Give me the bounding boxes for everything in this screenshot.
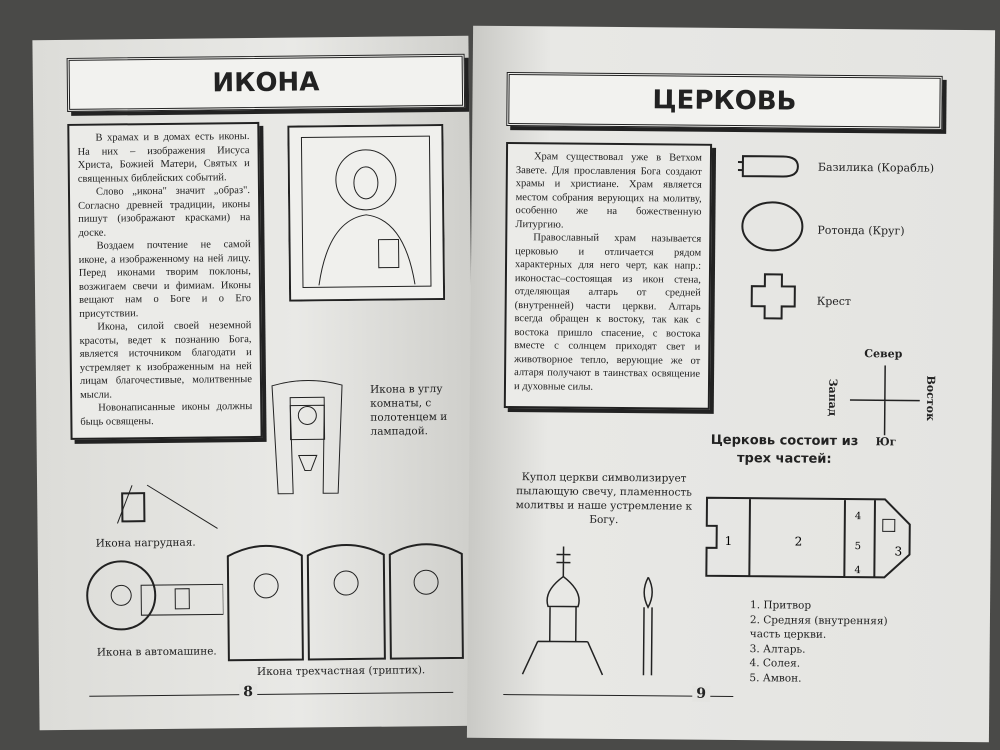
right-page: ЦЕРКОВЬ Храм существовал уже в Ветхом За… bbox=[466, 25, 996, 743]
car-icon-illustration bbox=[86, 560, 224, 631]
caption-triptych: Икона трехчастная (триптих). bbox=[256, 664, 426, 678]
compass-south: Юг bbox=[875, 435, 897, 449]
parts-list-item: 4. Солея. bbox=[749, 657, 801, 670]
caption-chest-icon: Икона нагрудная. bbox=[95, 536, 196, 550]
paragraph: Новонаписанные иконы должны быць освящен… bbox=[80, 401, 253, 428]
church-plans-illustration bbox=[737, 155, 804, 320]
paragraph: В храмах и в домах есть иконы. На них – … bbox=[77, 131, 250, 185]
dome-text: Купол церкви символизирует пылающую свеч… bbox=[515, 471, 693, 527]
parts-list-item: 1. Притвор bbox=[750, 599, 812, 612]
caption-corner-icon: Икона в углу комнаты, с полотенцем и лам… bbox=[370, 383, 448, 438]
christ-icon-illustration bbox=[287, 124, 446, 302]
page-number: 9 bbox=[692, 685, 711, 702]
paragraph: Православный храм называется церковью и … bbox=[513, 232, 702, 393]
compass-east: Восток bbox=[923, 375, 938, 422]
page-number: 8 bbox=[239, 683, 258, 701]
dome-and-candle-illustration bbox=[521, 546, 653, 676]
church-floor-plan: 1 2 4 5 4 3 bbox=[705, 496, 911, 579]
compass-cross bbox=[849, 365, 920, 436]
paragraph: Слово „икона" значит „образ". Согласно д… bbox=[78, 185, 251, 239]
corner-icon-with-towel-illustration bbox=[271, 379, 343, 495]
page-title: ИКОНА bbox=[66, 53, 466, 112]
left-page: ИКОНА В храмах и в домах есть иконы. На … bbox=[32, 35, 476, 731]
page-title: ЦЕРКОВЬ bbox=[506, 72, 943, 130]
plan-number: 2 bbox=[795, 535, 803, 549]
parts-list-item: 2. Средняя (внутренняя) часть церкви. bbox=[749, 613, 888, 641]
parts-list-item: 5. Амвон. bbox=[749, 671, 802, 685]
triptych-illustration bbox=[226, 543, 464, 662]
chest-icon-illustration bbox=[116, 484, 218, 529]
paragraph: Икона, силой своей неземной красоты, вед… bbox=[79, 320, 253, 401]
plan-number: 4 bbox=[854, 565, 860, 576]
plan-number: 5 bbox=[855, 541, 861, 552]
parts-list-item: 3. Алтарь. bbox=[749, 642, 806, 656]
plan-number: 3 bbox=[894, 544, 902, 558]
compass-west: Запад bbox=[826, 378, 840, 417]
church-text-box: Храм существовал уже в Ветхом Завете. Дл… bbox=[503, 142, 713, 410]
plan-number: 1 bbox=[725, 534, 733, 548]
plan-label-basilica: Базилика (Корабль) bbox=[817, 160, 935, 175]
caption-car-icon: Икона в автомашине. bbox=[96, 645, 217, 659]
paragraph: Воздаем почтение не самой иконе, а изобр… bbox=[78, 239, 252, 320]
plan-number: 4 bbox=[855, 511, 861, 522]
parts-heading: Церковь состоит из трех частей: bbox=[710, 432, 859, 467]
icon-text-box: В храмах и в домах есть иконы. На них – … bbox=[67, 121, 263, 440]
compass-north: Север bbox=[864, 347, 903, 361]
footer-rule bbox=[89, 691, 454, 697]
plan-label-rotunda: Ротонда (Круг) bbox=[817, 223, 905, 238]
paragraph: Храм существовал уже в Ветхом Завете. Дл… bbox=[515, 151, 703, 231]
parts-list: 1. Притвор 2. Средняя (внутренняя) часть… bbox=[749, 598, 920, 686]
plan-label-cross: Крест bbox=[816, 294, 852, 309]
